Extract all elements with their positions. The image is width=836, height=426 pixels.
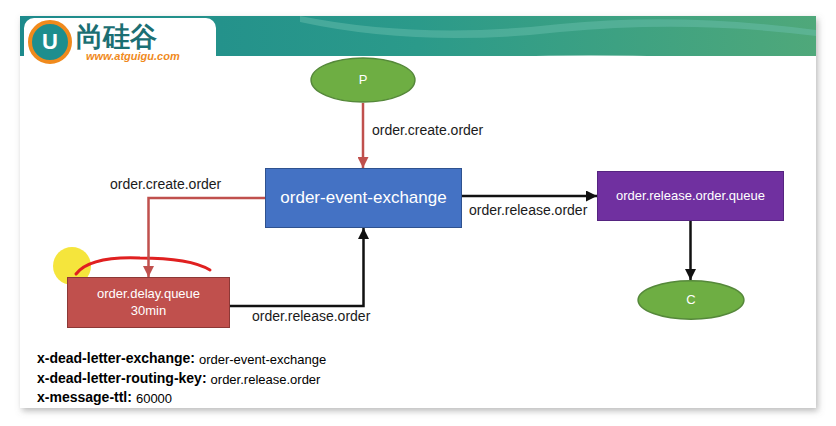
property-value: order-event-exchange — [199, 352, 326, 367]
edge-label: order.release.order — [250, 308, 372, 325]
consumer-ellipse: C — [637, 280, 745, 320]
connector-arrow — [362, 103, 365, 168]
logo-name: 尚硅谷 — [76, 19, 157, 55]
connector-arrow — [149, 198, 266, 277]
node-title: C — [686, 292, 695, 308]
edge-label: order.release.order — [467, 202, 589, 219]
exchange-box: order-event-exchange — [265, 168, 462, 228]
logo-url: www.atguigu.com — [86, 50, 180, 62]
property-value: 60000 — [136, 391, 172, 406]
logo-letter: U — [42, 29, 58, 55]
property-key: x-dead-letter-routing-key: — [37, 370, 207, 386]
connector-arrow — [689, 221, 692, 280]
node-title: order-event-exchange — [280, 187, 446, 208]
node-title: P — [359, 72, 368, 88]
edge-label: order.create.order — [108, 176, 223, 193]
property-key: x-dead-letter-exchange: — [37, 350, 195, 366]
node-detail: 30min — [131, 303, 166, 319]
node-title: order.release.order.queue — [616, 188, 765, 204]
hand-drawn-mark — [76, 258, 210, 274]
property-key: x-message-ttl: — [37, 389, 132, 405]
property-value: order.release.order — [211, 372, 321, 387]
delay-queue-box: order.delay.queue30min — [67, 277, 230, 328]
connector-arrow — [462, 195, 597, 198]
queue-box: order.release.order.queue — [597, 171, 784, 221]
node-title: order.delay.queue — [97, 286, 200, 302]
edge-label: order.create.order — [370, 122, 485, 139]
producer-ellipse: P — [310, 57, 416, 103]
connector-arrow — [230, 228, 364, 306]
